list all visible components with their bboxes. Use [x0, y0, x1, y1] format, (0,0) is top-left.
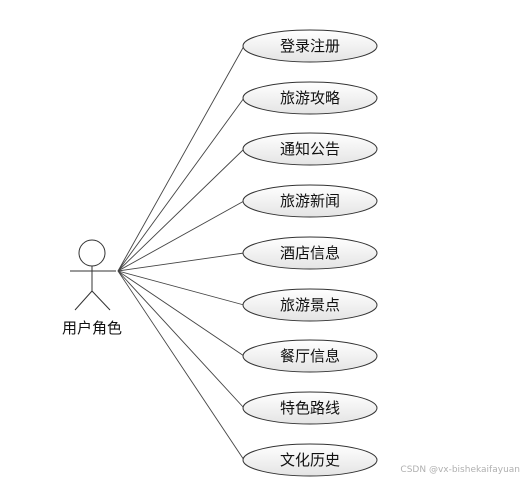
use-case-label: 文化历史 [280, 451, 340, 469]
use-case-restaurant-info: 餐厅信息 [242, 339, 378, 373]
association-line-travel-guide [117, 97, 245, 272]
use-case-ellipse [242, 29, 378, 63]
watermark: CSDN @vx-bishekaifayuan [400, 465, 520, 475]
use-case-travel-news: 旅游新闻 [242, 184, 378, 218]
use-case-ellipse [242, 288, 378, 322]
actor-left-leg [74, 290, 93, 311]
use-case-label: 旅游新闻 [280, 192, 340, 210]
association-line-restaurant-info [117, 270, 245, 357]
use-case-culture-history: 文化历史 [242, 443, 378, 477]
association-line-travel-news [117, 200, 245, 272]
use-case-ellipse [242, 339, 378, 373]
actor-user-role: 用户角色 [62, 239, 122, 337]
use-case-featured-routes: 特色路线 [242, 391, 378, 425]
use-case-label: 酒店信息 [280, 244, 340, 262]
use-case-label: 登录注册 [280, 37, 340, 55]
use-case-label: 旅游景点 [280, 296, 340, 314]
use-case-ellipse [242, 132, 378, 166]
use-case-ellipse [242, 391, 378, 425]
association-line-culture-history [117, 270, 245, 461]
use-case-ellipse [242, 443, 378, 477]
association-line-scenic-spots [117, 270, 245, 306]
association-line-login-register [117, 45, 245, 272]
actor-right-leg [91, 290, 111, 311]
use-case-hotel-info: 酒店信息 [242, 236, 378, 270]
use-case-notice: 通知公告 [242, 132, 378, 166]
use-case-label: 旅游攻略 [280, 89, 340, 107]
use-case-scenic-spots: 旅游景点 [242, 288, 378, 322]
use-case-travel-guide: 旅游攻略 [242, 81, 378, 115]
association-line-featured-routes [117, 270, 245, 409]
association-line-hotel-info [117, 252, 245, 272]
use-case-login-register: 登录注册 [242, 29, 378, 63]
actor-head [78, 239, 106, 267]
use-case-ellipse [242, 184, 378, 218]
actor-label: 用户角色 [62, 319, 122, 337]
association-lines [117, 45, 245, 461]
use-case-ellipse [242, 81, 378, 115]
use-case-label: 通知公告 [280, 140, 340, 158]
association-line-notice [117, 148, 245, 272]
use-case-label: 餐厅信息 [280, 347, 340, 365]
use-case-ellipse [242, 236, 378, 270]
use-case-label: 特色路线 [280, 399, 340, 417]
